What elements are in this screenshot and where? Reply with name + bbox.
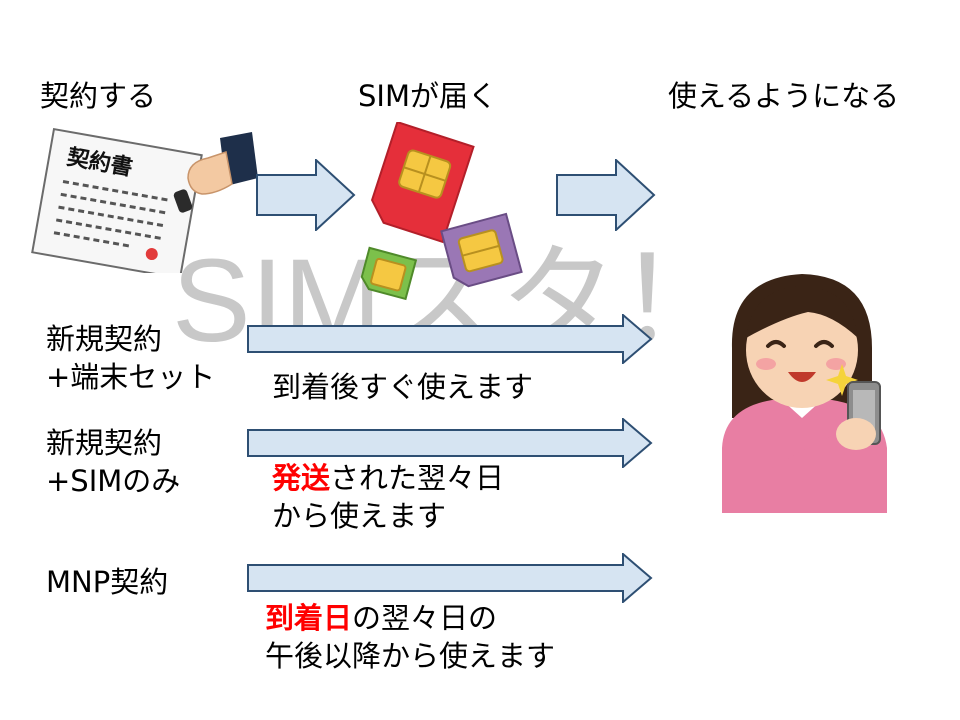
row3-description-line2: 午後以降から使えます (265, 639, 556, 673)
woman-with-phone-illustration (712, 268, 912, 522)
row2-description-highlight: 発送 (272, 461, 331, 495)
row2-description-line2: から使えます (272, 499, 447, 533)
row3-description-line1: 到着日の翌々日の (265, 599, 497, 637)
row1-label-line2: +端末セット (46, 360, 216, 394)
contract-document-illustration: 契約書 (20, 127, 260, 280)
row3-arrow (247, 553, 653, 603)
row1-description-text: 到着後すぐ使えます (272, 370, 534, 404)
step-usable-label: 使えるようになる (668, 79, 900, 113)
row1-arrow (247, 314, 653, 364)
row3-description-highlight: 到着日 (265, 601, 353, 635)
step-contract-label: 契約する (40, 79, 157, 113)
row2-arrow (247, 418, 653, 468)
row2-label-line1: 新規契約 (46, 426, 163, 460)
arrow-sim-to-usable (556, 159, 656, 231)
row3-description-text: の翌々日の (352, 601, 498, 635)
row2-label-line2: +SIMのみ (46, 464, 181, 498)
row2-description-line1: 発送された翌々日 (272, 459, 504, 497)
row2-description-text: された翌々日 (330, 461, 505, 495)
arrow-contract-to-sim (256, 159, 356, 231)
row1-description: 到着後すぐ使えます (272, 368, 533, 406)
step-sim-arrives-label: SIMが届く (358, 79, 497, 113)
row1-label-line1: 新規契約 (46, 322, 163, 356)
row3-label-line1: MNP契約 (46, 565, 169, 599)
sim-cards-illustration (350, 120, 540, 306)
